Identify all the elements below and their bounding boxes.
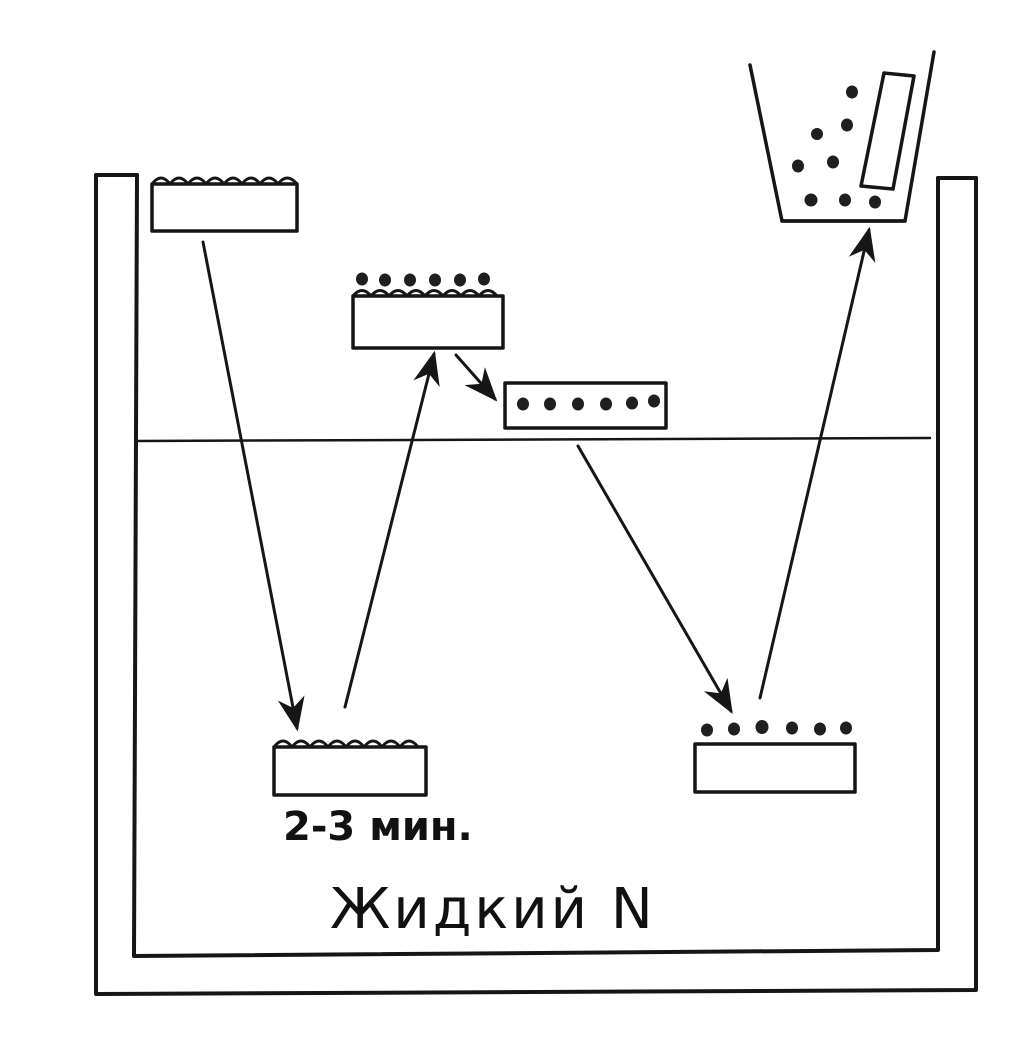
liquid-nitrogen-label: Жидкий N	[330, 877, 656, 942]
plate-body	[272, 745, 428, 797]
pellet	[792, 159, 804, 173]
pellet	[839, 193, 851, 207]
pellet-row	[356, 272, 490, 287]
pellet	[869, 195, 881, 209]
duration-label: 2-3 мин.	[283, 804, 473, 850]
pellet	[572, 397, 584, 411]
liquid-surface-line	[135, 436, 932, 443]
pellet	[755, 720, 769, 734]
pellet	[379, 273, 391, 287]
arrow-pellets-to-storage	[758, 226, 876, 700]
pellet	[356, 272, 368, 286]
storage-container	[748, 50, 936, 223]
pellet	[600, 397, 612, 411]
arrow-plate-into-nitrogen	[201, 240, 305, 732]
plate-wavy-immersed	[272, 739, 428, 797]
container-pellets	[792, 85, 881, 209]
pellet	[814, 722, 826, 736]
plate-wavy-surface	[351, 289, 505, 298]
dewar-outer-wall	[94, 173, 978, 996]
arrow-tray-into-nitrogen	[576, 444, 733, 714]
pellet	[840, 721, 852, 735]
pellet	[701, 723, 713, 737]
pellet-row	[517, 394, 660, 411]
pellet	[517, 397, 529, 411]
tray-with-pellets	[503, 381, 668, 430]
pellet	[429, 273, 441, 287]
plate-body	[150, 182, 299, 233]
dewar-vessel	[94, 173, 978, 996]
tray-body	[503, 381, 668, 430]
pellet-row	[701, 720, 852, 737]
pellet	[841, 118, 853, 132]
pellet	[846, 85, 858, 99]
plate-with-pellets	[351, 272, 505, 350]
pellet	[804, 193, 818, 207]
pellet	[728, 722, 740, 736]
plate-body	[693, 742, 857, 794]
plate-body	[351, 294, 505, 350]
plate-wavy-surface	[150, 176, 299, 186]
dewar-inner-wall	[132, 173, 940, 958]
pellet	[478, 272, 490, 286]
arrow-pellets-to-tray	[454, 353, 498, 402]
plate-wavy-surface	[272, 739, 428, 749]
plate-flat-pellets	[693, 720, 857, 794]
pellet	[811, 128, 823, 140]
vial	[859, 71, 916, 191]
pellet	[454, 273, 466, 287]
pellet	[648, 394, 660, 408]
pellet	[404, 273, 416, 287]
process-arrows	[201, 226, 876, 732]
pellet	[544, 397, 556, 411]
pellet	[786, 721, 798, 735]
arrow-plate-out-of-nitrogen	[343, 350, 440, 709]
pellet	[626, 396, 638, 410]
plate-wavy-start	[150, 176, 299, 233]
pellet	[827, 155, 839, 169]
